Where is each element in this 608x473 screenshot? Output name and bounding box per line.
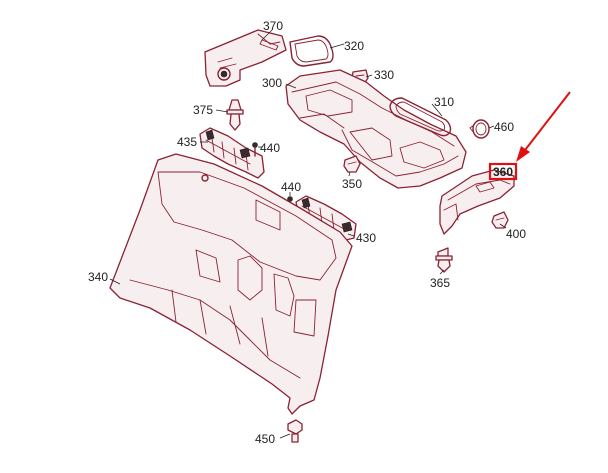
label-365: 365 [430,276,450,290]
part-310-gasket [389,97,452,137]
part-440-screw-upper [252,142,258,157]
part-400-clip [491,211,509,229]
label-440-upper: 440 [260,141,280,155]
label-360: 360 [493,165,513,179]
label-375: 375 [193,103,213,117]
part-375-clip [226,99,244,131]
label-330: 330 [374,68,394,82]
label-310: 310 [434,95,454,109]
label-350: 350 [342,177,362,191]
label-440-lower: 440 [281,180,301,194]
label-340: 340 [88,270,108,284]
label-300: 300 [262,76,282,90]
part-300-shelf-trim [285,69,467,189]
part-320-gasket [289,35,334,67]
label-460: 460 [494,120,514,134]
part-350-clip [343,155,361,173]
leader-lines [109,29,507,439]
label-450: 450 [255,432,275,446]
highlight-box-360 [488,162,518,181]
label-370: 370 [263,19,283,33]
part-460-ring [469,119,490,139]
label-400: 400 [506,227,526,241]
part-360-side-trim [439,169,515,235]
part-435-bracket [199,127,265,179]
part-365-clip [435,247,453,273]
part-450-bolt [287,419,303,443]
label-320: 320 [344,39,364,53]
highlight-arrow [516,91,571,162]
label-430: 430 [356,231,376,245]
part-labels: 370 320 330 300 310 460 375 435 440 350 … [88,19,526,446]
label-435: 435 [177,135,197,149]
part-370-bracket [204,29,287,87]
part-340-rear-panel [109,153,353,415]
